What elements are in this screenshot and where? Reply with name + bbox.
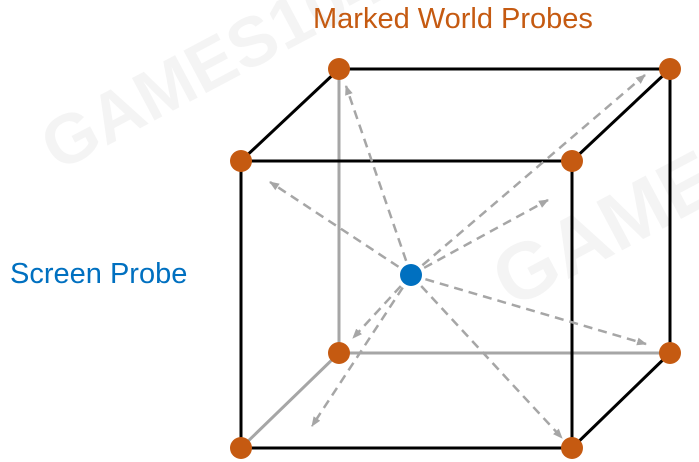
world-probe — [561, 437, 583, 459]
world-probe — [230, 150, 252, 172]
connector-top-right — [570, 67, 672, 163]
world-probes-label: Marked World Probes — [313, 3, 593, 35]
world-probe — [328, 58, 350, 80]
world-probes — [230, 58, 681, 459]
world-probe — [230, 437, 252, 459]
connector-bottom-right — [570, 351, 672, 450]
ray-lower-left — [310, 274, 413, 427]
ray-to-back-bottom-right — [410, 273, 647, 346]
hidden-edge — [239, 351, 341, 450]
world-probe — [659, 342, 681, 364]
ray-to-back-bottom-left — [352, 274, 412, 339]
world-probe — [659, 58, 681, 80]
screen-probe-label: Screen Probe — [10, 258, 188, 290]
ray-to-top-back-left — [344, 85, 413, 276]
world-probe — [561, 150, 583, 172]
world-probe — [328, 342, 350, 364]
cube-front-edges — [239, 67, 672, 450]
cube-hidden-edges — [239, 69, 670, 450]
screen-probe — [400, 264, 422, 286]
ray-to-top-back-right — [410, 74, 646, 276]
ray-to-front-left — [269, 180, 412, 277]
front-face — [239, 159, 574, 450]
ray-to-front-right — [410, 198, 549, 277]
probe-rays — [269, 74, 647, 439]
ray-to-front-bottom-right — [410, 274, 563, 439]
connector-top-left — [239, 67, 341, 163]
